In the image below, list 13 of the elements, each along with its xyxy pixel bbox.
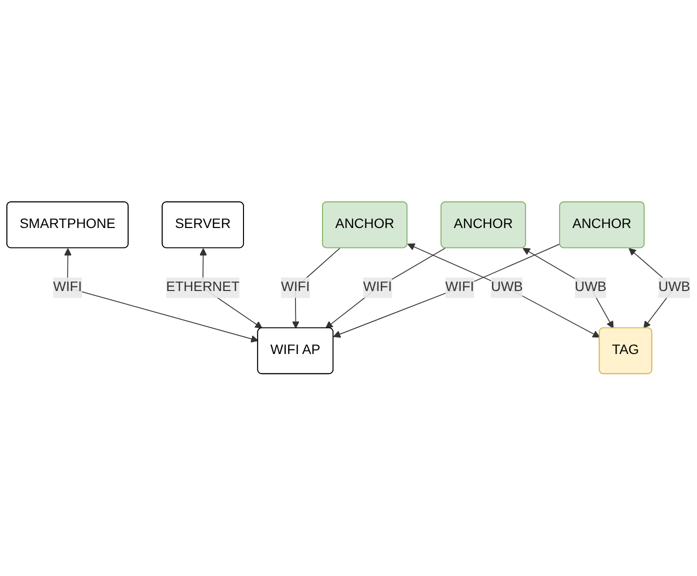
edge-label: ETHERNET [166,280,240,295]
edge-label: WIFI [363,280,392,295]
edge-label: UWB [658,280,690,295]
edge-label: WIFI [53,280,82,295]
edge-label: WIFI [280,280,310,295]
arrow [333,244,560,338]
edge-label: WIFI [445,280,474,295]
arrow [522,248,614,329]
arrow [64,248,258,343]
arrow [407,244,600,338]
arrow [325,248,446,329]
edge-label: UWB [491,280,523,295]
edge-label: UWB [574,280,606,295]
